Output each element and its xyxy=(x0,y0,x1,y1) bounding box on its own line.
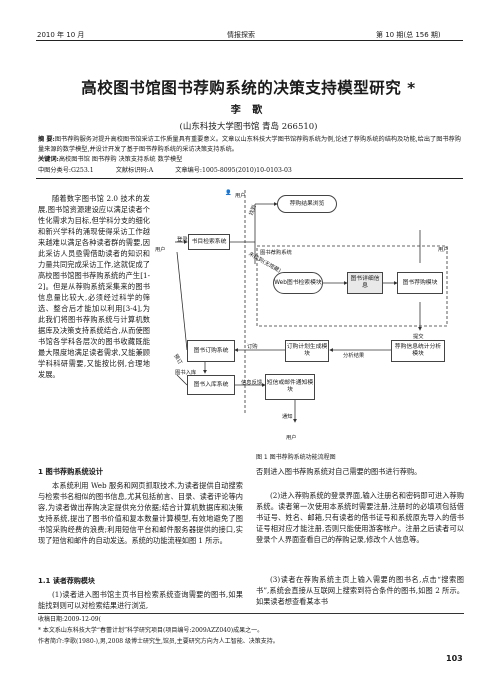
label-info-feedback: 信息反馈 xyxy=(241,380,263,386)
ordering-system-box: 图书订购系统 xyxy=(187,340,235,362)
keywords-label: 关键词: xyxy=(38,156,59,163)
inbound-system-box: 图书入库系统 xyxy=(187,375,235,395)
catalog-search-box: 书目检索系统 xyxy=(188,234,230,250)
abstract-label: 摘 要: xyxy=(38,136,55,143)
web-search-box: Web图书检索模块 xyxy=(273,272,323,294)
right-paragraph-3: (3)读者在荐购系统主页上输入需要的图书名,点击“搜索图书”,系统会直接从互联网… xyxy=(256,575,464,606)
section-1-text: 本系统利用 Web 服务和网页抓取技术,为读者提供自动搜索与检索书名相似的图书信… xyxy=(38,481,243,545)
footnote-rule xyxy=(38,613,464,614)
author-bio: 作者简介:李歌(1980-),男,2008 级博士研究生,馆员,主要研究方向为人… xyxy=(38,638,279,645)
article-number: 文章编号:1005-8095(2010)10-0103-03 xyxy=(175,166,292,174)
abstract-text: 图书荐购服务对提升高校图书馆采访工作质量具有重要意义。文章以山东科技大学图书馆荐… xyxy=(38,136,461,153)
user-right-label: 用户 xyxy=(438,247,449,253)
label-ordering: 订购 xyxy=(247,344,258,350)
recommend-module-box: 图书荐购模块 xyxy=(397,272,443,294)
stats-box: 荐购信息统计分析模块 xyxy=(391,340,445,362)
order-plan-box: 订购计划生成模块 xyxy=(285,340,329,362)
author-name: 李 歌 xyxy=(230,105,267,116)
fund-note: * 本文系山东科技大学“春蕾计划”科学研究项目(项目编号:2009AZZ040)… xyxy=(38,627,264,634)
page-number: 103 xyxy=(446,654,463,663)
section-1-1-heading: 1.1 读者荐购模块 xyxy=(38,577,95,585)
label-result: 分析结果 xyxy=(343,353,365,359)
flowchart-figure: 👤 用户 用户 用户 用户 荐购结果浏览 书目检索系统 图书荐购系统 Web图书… xyxy=(155,190,465,450)
user-left-label: 用户 xyxy=(155,247,166,253)
keywords-text: 高校图书馆 图书荐购 决策支持系统 数学模型 xyxy=(58,156,183,163)
book-info-box: 图书详细信息 xyxy=(347,272,383,294)
affiliation: (山东科技大学图书馆 青岛 266510) xyxy=(179,122,318,132)
received-date: 收稿日期:2009-12-09( xyxy=(38,616,101,623)
result-view-box: 荐购结果浏览 xyxy=(277,195,337,213)
section-1-heading: 1 图书荐购系统设计 xyxy=(38,467,104,476)
running-header-date: 2010 年 10 月 xyxy=(37,31,85,39)
user-top-label: 用户 xyxy=(235,193,246,199)
label-login: 登录 xyxy=(177,237,188,243)
submit-label: 提交 xyxy=(413,334,424,340)
sms-box: 短信或邮件通知模块 xyxy=(265,374,315,400)
paper-title: 高校图书馆图书荐购系统的决策支持模型研究 * xyxy=(81,79,416,97)
recommend-system-label: 图书荐购系统 xyxy=(260,250,292,256)
figure-caption: 图 1 图书荐购系统功能流程图 xyxy=(256,454,336,461)
abstract: 摘 要:图书荐购服务对提升高校图书馆采访工作质量具有重要意义。文章以山东科技大学… xyxy=(38,135,464,175)
label-inbound: 图书入库 xyxy=(175,370,197,376)
running-header-journal: 情报探索 xyxy=(227,31,255,39)
notify-label: 通知 xyxy=(282,414,293,420)
section-1-1-text: (1)读者进入图书馆主页书目检索系统查询需要的图书,如果能找到则可以对检索结果进… xyxy=(38,590,243,610)
header-rule xyxy=(36,40,463,41)
flowchart-connectors xyxy=(175,190,448,423)
abstract-rule xyxy=(36,178,463,179)
user-bottom-label: 用户 xyxy=(286,435,297,441)
user-top-icon: 👤 xyxy=(225,190,232,196)
doc-code: 文献标识码:A xyxy=(115,166,154,174)
clc-number: 中图分类号:G253.1 xyxy=(38,166,94,174)
right-paragraph-2: (2)进入荐购系统的登录界面,输入注册名和密码即可进入荐购系统。读者第一次使用本… xyxy=(256,491,464,544)
right-paragraph-1: 否则进入图书荐购系统对自己需要的图书进行荐购。 xyxy=(256,467,422,476)
intro-paragraph: 随着数字图书馆 2.0 技术的发展,图书馆资源建设应以满足读者个性化需求为目标,… xyxy=(38,194,150,379)
running-header-issue: 第 10 期(总 156 期) xyxy=(376,31,441,39)
